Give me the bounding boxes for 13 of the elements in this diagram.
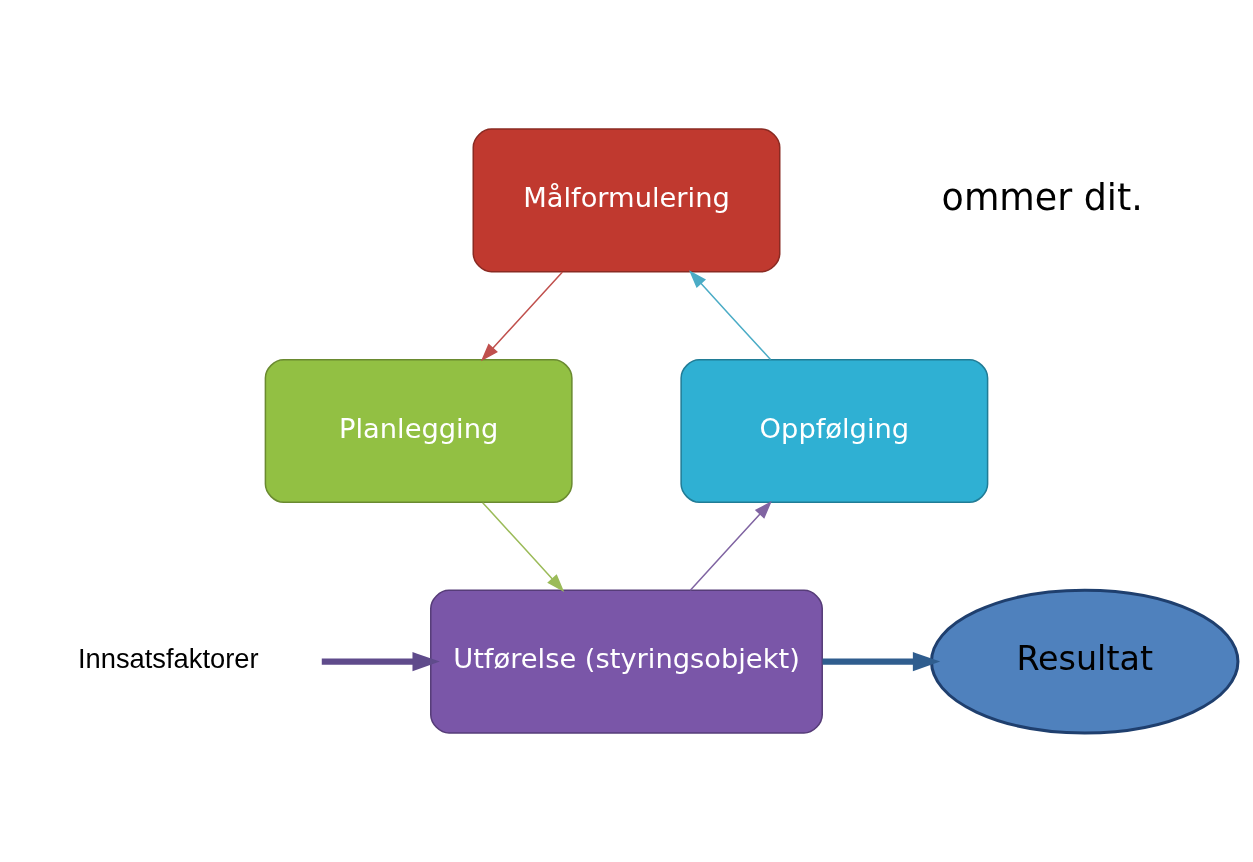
arrow [689,500,772,591]
arrow [822,652,941,672]
node-ellipse: Resultat [929,588,1240,735]
node-box: Planlegging [264,358,573,504]
label: ommer dit. [941,175,1143,219]
node-box: Utførelse (styringsobjekt) [430,589,823,734]
arrow [481,501,565,592]
node-box: Målformulering [472,128,781,273]
node-text: Innsatsfaktorer [78,643,259,675]
arrow [689,270,772,361]
arrow [480,271,564,362]
arrow [321,652,440,672]
node-box: Oppfølging [680,358,989,504]
